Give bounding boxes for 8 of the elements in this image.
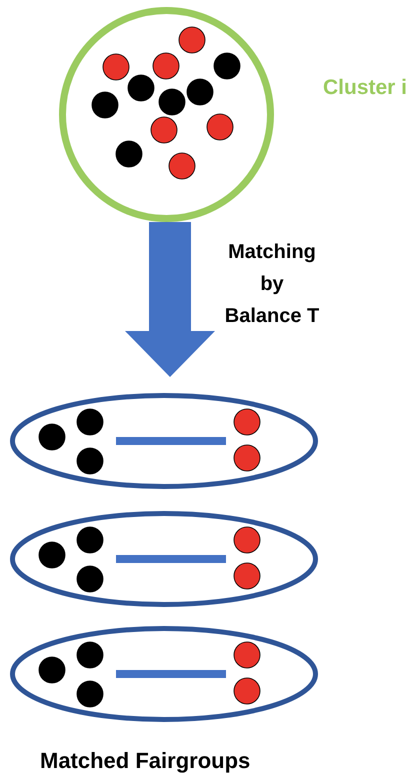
cluster-label: Cluster i xyxy=(323,76,408,100)
caption: Matched Fairgroups xyxy=(40,748,250,774)
block-arrow xyxy=(125,222,215,378)
group-ellipse xyxy=(10,393,318,489)
group-ellipse xyxy=(10,511,318,607)
cluster-circle xyxy=(59,7,274,222)
edge-label: Matching by Balance T xyxy=(224,240,320,329)
group-ellipse xyxy=(10,626,318,722)
